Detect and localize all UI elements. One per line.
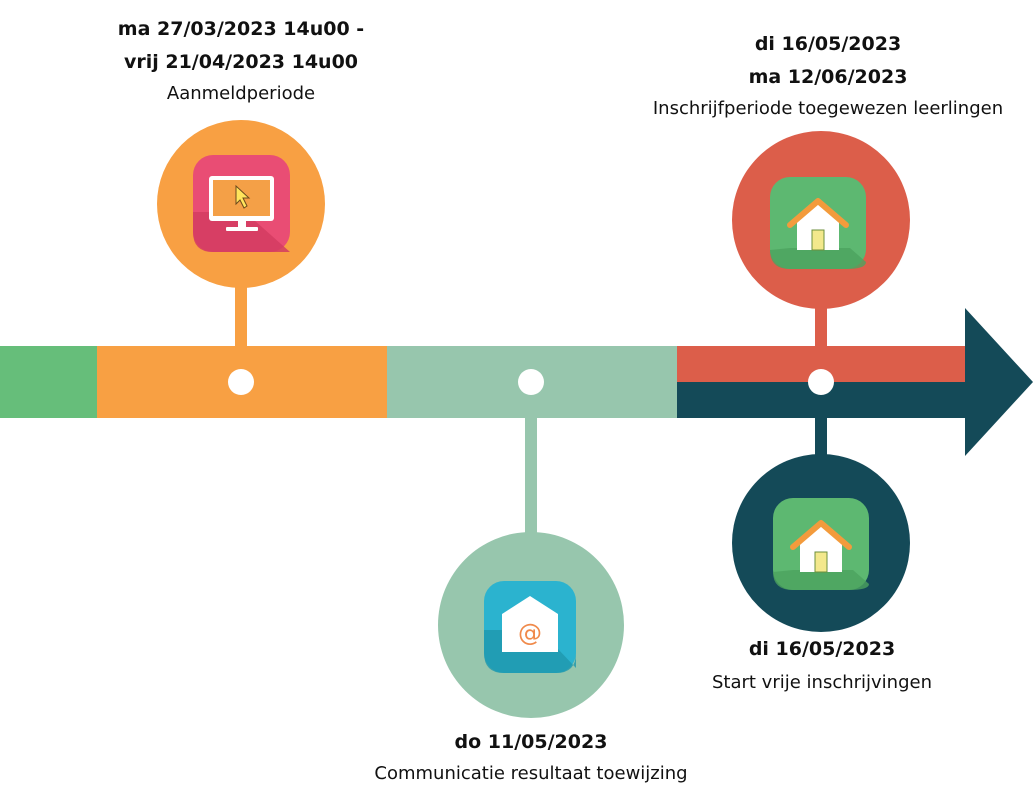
milestone-2-stem bbox=[525, 416, 537, 538]
milestone-2-dot bbox=[518, 369, 544, 395]
milestone-1-label-block: ma 27/03/2023 14u00 - vrij 21/04/2023 14… bbox=[91, 13, 391, 107]
monitor-cursor-icon bbox=[193, 155, 290, 252]
milestone-4-label-block: di 16/05/2023 Start vrije inschrijvingen bbox=[672, 633, 972, 696]
svg-text:@: @ bbox=[518, 619, 542, 647]
milestone-3-stem bbox=[815, 300, 827, 348]
timeline-arrowhead bbox=[965, 308, 1033, 456]
milestone-4-title: Start vrije inschrijvingen bbox=[711, 672, 932, 693]
milestone-2-label-block: do 11/05/2023 Communicatie resultaat toe… bbox=[331, 726, 731, 787]
milestone-3-label-block: di 16/05/2023 ma 12/06/2023 Inschrijfper… bbox=[628, 28, 1028, 122]
milestone-4-date: di 16/05/2023 bbox=[748, 638, 896, 660]
milestone-2-date: do 11/05/2023 bbox=[454, 731, 608, 753]
milestone-1-date-line1: ma 27/03/2023 14u00 - bbox=[117, 18, 365, 40]
milestone-4-stem bbox=[815, 416, 827, 460]
milestone-1-title: Aanmeldperiode bbox=[166, 83, 316, 104]
milestone-1-dot bbox=[228, 369, 254, 395]
timeline-segment-green bbox=[0, 346, 98, 418]
milestone-3-date-line1: di 16/05/2023 bbox=[754, 33, 902, 55]
house-icon bbox=[770, 177, 866, 269]
milestone-3-dot bbox=[808, 369, 834, 395]
email-at-icon: @ bbox=[484, 581, 576, 673]
milestone-3-date-line2: ma 12/06/2023 bbox=[748, 66, 908, 88]
milestone-2-title: Communicatie resultaat toewijzing bbox=[374, 763, 688, 784]
milestone-3-title: Inschrijfperiode toegewezen leerlingen bbox=[652, 98, 1004, 119]
milestone-1-date-line2: vrij 21/04/2023 14u00 bbox=[123, 51, 359, 73]
house-icon bbox=[773, 498, 869, 590]
milestone-1-stem bbox=[235, 280, 247, 348]
